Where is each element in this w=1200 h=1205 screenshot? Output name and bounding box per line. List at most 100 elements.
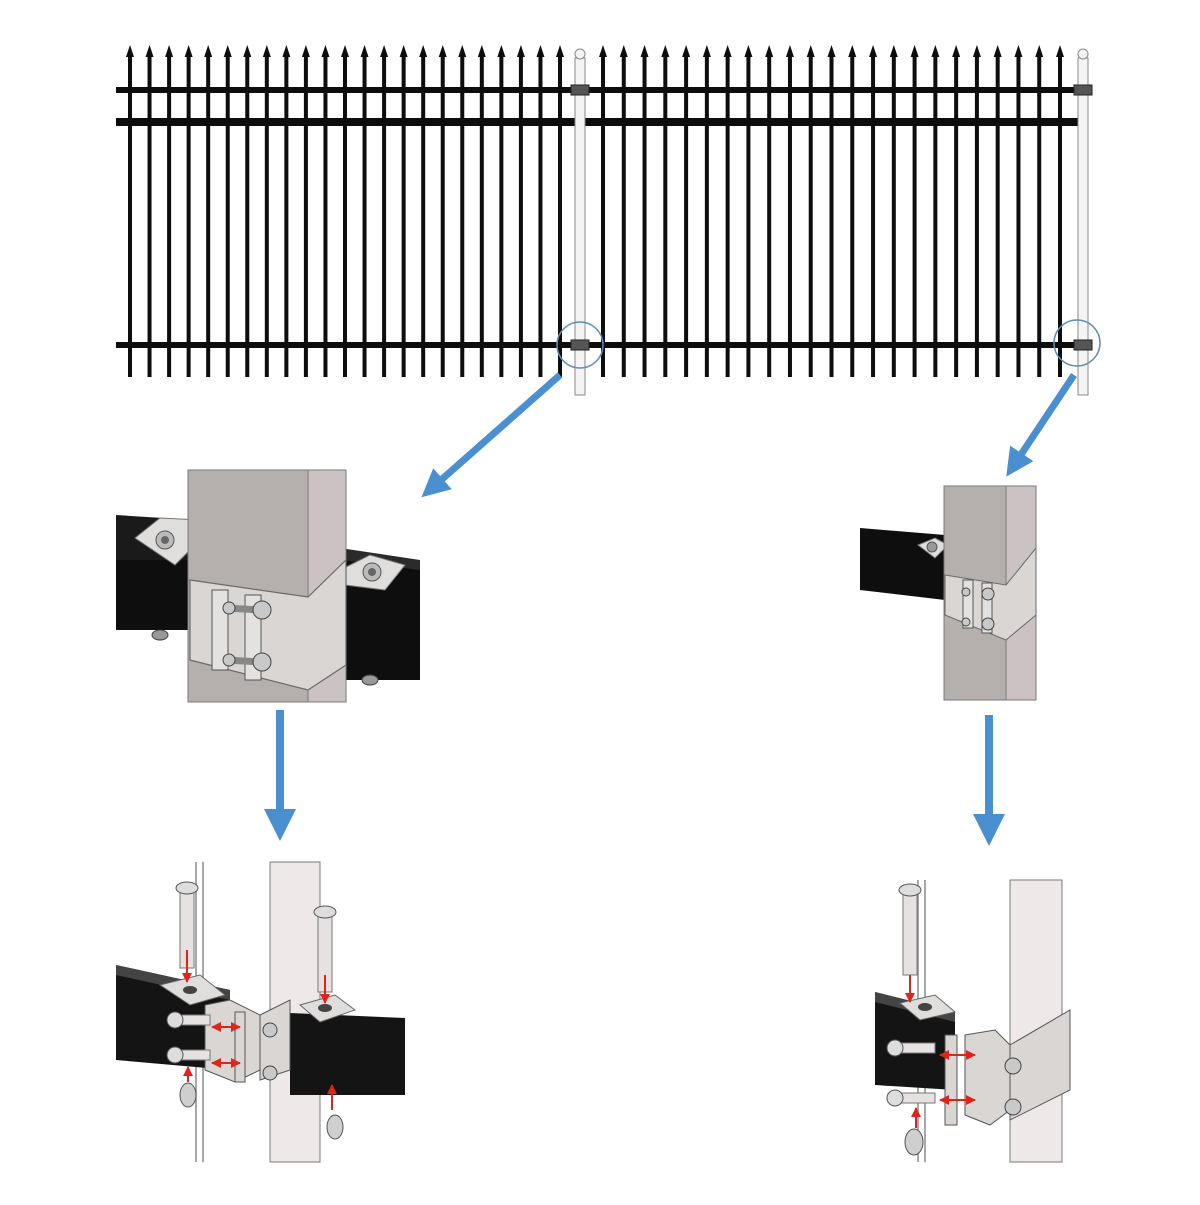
fence-picket bbox=[128, 55, 132, 377]
fence-rails bbox=[116, 87, 1080, 348]
fence-picket bbox=[642, 55, 647, 377]
end-post-bracket-detail bbox=[860, 485, 1037, 701]
fence-picket bbox=[891, 55, 896, 377]
fence-picket bbox=[787, 55, 792, 377]
fence-picket bbox=[225, 55, 230, 377]
fence-picket bbox=[264, 55, 269, 377]
picket-finial bbox=[765, 45, 774, 57]
fence-rail bbox=[585, 342, 1080, 348]
picket-finial bbox=[126, 45, 134, 57]
picket-finial bbox=[827, 45, 836, 57]
picket-finial bbox=[360, 45, 369, 57]
post-bracket bbox=[570, 339, 590, 351]
picket-finial bbox=[889, 45, 898, 57]
fence-picket bbox=[284, 55, 289, 377]
middle-post-exploded-view bbox=[116, 861, 405, 1163]
fence-rail bbox=[116, 87, 585, 93]
fence-rail bbox=[116, 118, 585, 126]
picket-finial bbox=[458, 45, 467, 57]
picket-finial bbox=[341, 45, 349, 57]
picket-finial bbox=[723, 45, 732, 57]
callout-circle-end bbox=[1053, 319, 1101, 367]
fence-picket bbox=[401, 55, 406, 377]
picket-finial bbox=[419, 45, 428, 57]
picket-finial bbox=[744, 45, 753, 57]
picket-finial bbox=[477, 45, 486, 57]
fence-picket bbox=[912, 55, 917, 377]
picket-finial bbox=[599, 45, 607, 57]
picket-finial bbox=[640, 45, 649, 57]
end-post-exploded-view bbox=[875, 879, 1071, 1163]
fence-picket bbox=[499, 55, 504, 377]
fence-picket bbox=[147, 55, 152, 377]
fence-picket bbox=[829, 55, 834, 377]
picket-finial bbox=[1014, 45, 1023, 57]
picket-finial bbox=[184, 45, 193, 57]
picket-finial bbox=[952, 45, 961, 57]
fence-picket bbox=[933, 55, 938, 377]
middle-post-bracket-detail bbox=[116, 469, 420, 703]
picket-finial bbox=[497, 45, 506, 57]
picket-finial bbox=[848, 45, 857, 57]
picket-finial bbox=[145, 45, 154, 57]
picket-finial bbox=[1035, 45, 1044, 57]
picket-finial bbox=[682, 45, 691, 57]
fence-picket bbox=[850, 55, 855, 377]
picket-finial bbox=[1056, 45, 1064, 57]
picket-finial bbox=[661, 45, 670, 57]
fence-picket bbox=[460, 55, 465, 377]
fence-picket bbox=[1016, 55, 1021, 377]
flow-arrows bbox=[264, 372, 1077, 846]
fence-rail bbox=[585, 87, 1080, 93]
down-arrow-icon bbox=[421, 372, 563, 498]
fence-picket bbox=[746, 55, 751, 377]
down-arrow-icon bbox=[1006, 373, 1077, 477]
picket-finial bbox=[165, 45, 174, 57]
picket-finial bbox=[702, 45, 711, 57]
post-bracket bbox=[1073, 339, 1093, 351]
fence-picket bbox=[538, 55, 543, 377]
picket-finial bbox=[223, 45, 232, 57]
fence-picket bbox=[871, 55, 876, 377]
fence-picket bbox=[954, 55, 959, 377]
fence-rail bbox=[585, 118, 1080, 126]
picket-finial bbox=[301, 45, 310, 57]
fence-rail bbox=[116, 342, 585, 348]
picket-finial bbox=[785, 45, 794, 57]
fence-picket bbox=[995, 55, 1000, 377]
fence-picket bbox=[206, 55, 211, 377]
fence-picket bbox=[421, 55, 426, 377]
picket-finial bbox=[262, 45, 271, 57]
fence-picket bbox=[303, 55, 308, 377]
post-cap bbox=[1077, 48, 1089, 60]
picket-finial bbox=[438, 45, 447, 57]
picket-finial bbox=[869, 45, 878, 57]
fence-picket bbox=[1037, 55, 1042, 377]
fence-picket bbox=[684, 55, 689, 377]
picket-finial bbox=[399, 45, 408, 57]
fence-picket bbox=[601, 55, 605, 377]
fence-picket bbox=[767, 55, 772, 377]
picket-finial bbox=[972, 45, 981, 57]
picket-finial bbox=[556, 45, 564, 57]
picket-finial bbox=[243, 45, 252, 57]
post-bracket bbox=[570, 84, 590, 96]
picket-finial bbox=[516, 45, 525, 57]
fence-picket bbox=[1058, 55, 1062, 377]
picket-finial bbox=[204, 45, 213, 57]
fence-picket bbox=[725, 55, 730, 377]
fence-picket bbox=[621, 55, 626, 377]
fence-picket bbox=[518, 55, 523, 377]
fence-picket bbox=[974, 55, 979, 377]
post-cap bbox=[574, 48, 586, 60]
fence-pickets bbox=[126, 45, 1064, 377]
picket-finial bbox=[806, 45, 815, 57]
picket-finial bbox=[321, 45, 330, 57]
fence-picket bbox=[362, 55, 367, 377]
fence-picket bbox=[323, 55, 328, 377]
fence-picket bbox=[808, 55, 813, 377]
fence-picket bbox=[440, 55, 445, 377]
fence-picket bbox=[167, 55, 172, 377]
callout-circle-middle bbox=[556, 321, 604, 369]
